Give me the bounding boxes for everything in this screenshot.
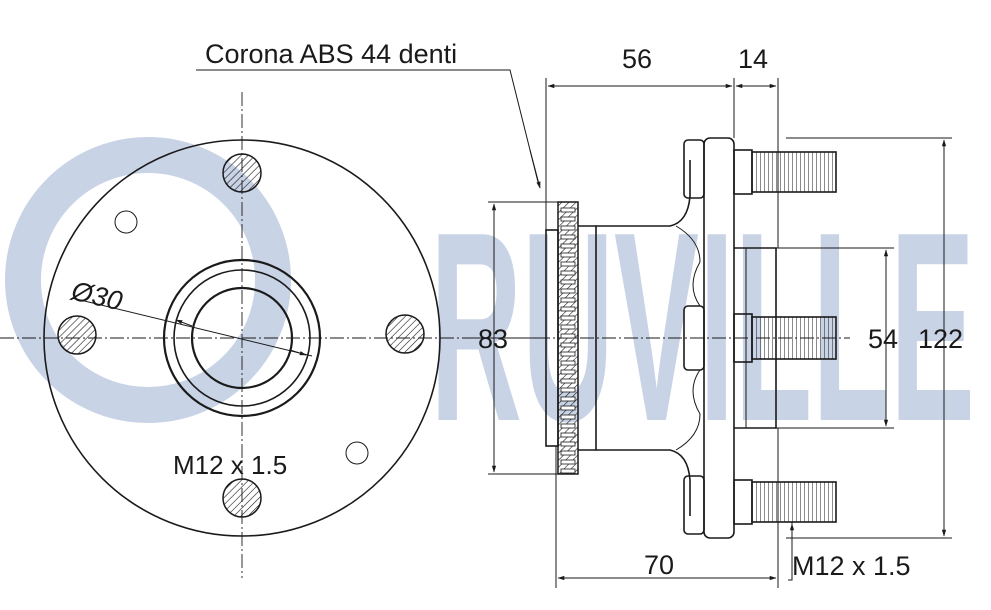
abs-ring-tooth [560,279,576,285]
bore-arrow-left [175,319,193,327]
stud-thread-middle [751,316,837,360]
locating-hole-upper [114,210,138,234]
abs-ring-tooth [560,216,576,222]
front-stud-thread-label: M12 x 1.5 [173,450,287,480]
stud-head-bottom [733,479,753,525]
bore-diameter-label: Ø30 [68,275,125,316]
abs-ring-tooth [560,441,576,447]
front-hub-outer [162,258,322,418]
dim-70-label: 70 [644,550,674,580]
abs-ring-tooth [560,360,576,366]
abs-ring-tooth [560,459,576,465]
abs-ring-tooth [560,261,576,267]
abs-ring-tooth [560,450,576,456]
abs-ring-tooth [560,315,576,321]
abs-ring-tooth [560,306,576,312]
dimension-labels: Corona ABS 44 denti 56 14 83 54 122 70 M… [205,39,963,581]
front-hub-seal [173,269,311,407]
abs-ring-tooth [560,234,576,240]
abs-ring-tooth [560,387,576,393]
bore-diameter-leader [71,297,313,357]
abs-ring-tooth [560,468,576,474]
front-flange-outline [43,139,441,537]
abs-ring-tooth [560,396,576,402]
abs-ring-tooth [560,333,576,339]
dim-56-label: 56 [622,44,652,74]
abs-ring-seat [545,229,559,447]
abs-ring-tooth [560,342,576,348]
abs-ring-tooth [560,378,576,384]
dim-14-label: 14 [738,44,768,74]
abs-ring-tooth [560,297,576,303]
abs-ring-tooth [560,369,576,375]
watermark-ring-icon [5,137,291,423]
hub-body-outline [596,160,691,516]
abs-ring-tooth [560,432,576,438]
abs-ring-label: Corona ABS 44 denti [205,39,457,69]
flange-boss-top [683,139,705,199]
abs-ring-tooth [560,423,576,429]
dim-54-label: 54 [868,324,898,354]
abs-ring-tooth [560,207,576,213]
hub-bearing-race [578,225,597,451]
side-thread-leader [788,522,793,581]
abs-ring-leader [196,69,539,183]
stud-hole-left [57,315,97,355]
dim-122-label: 122 [918,324,963,354]
side-view [470,137,850,539]
abs-ring-tooth [560,288,576,294]
stud-hole-top [222,153,262,193]
abs-ring-tooth [560,243,576,249]
abs-ring-tooth [560,351,576,357]
abs-ring-teeth [560,207,576,474]
abs-ring-arrow [529,149,541,189]
bore-arrow-right [289,349,307,356]
stud-hole-bottom [222,478,262,518]
abs-ring-tooth [560,252,576,258]
hub-web-breaks [675,225,701,451]
front-bore [190,286,294,390]
abs-ring-tooth [560,405,576,411]
dimension-lines [196,69,952,588]
flange-boss-bottom [683,475,705,535]
dim-83-label: 83 [478,324,508,354]
abs-ring-tooth [560,414,576,420]
abs-ring-tooth [560,225,576,231]
abs-ring-tooth [560,270,576,276]
stud-hole-right [385,314,425,354]
flange-boss-middle [683,305,705,371]
stud-thread-top [751,151,837,193]
abs-ring-tooth [560,324,576,330]
side-stud-thread-label: M12 x 1.5 [792,551,911,581]
front-view: Ø30 M12 x 1.5 [0,92,545,578]
stud-thread-bottom [751,481,837,523]
locating-hole-lower [345,441,369,465]
